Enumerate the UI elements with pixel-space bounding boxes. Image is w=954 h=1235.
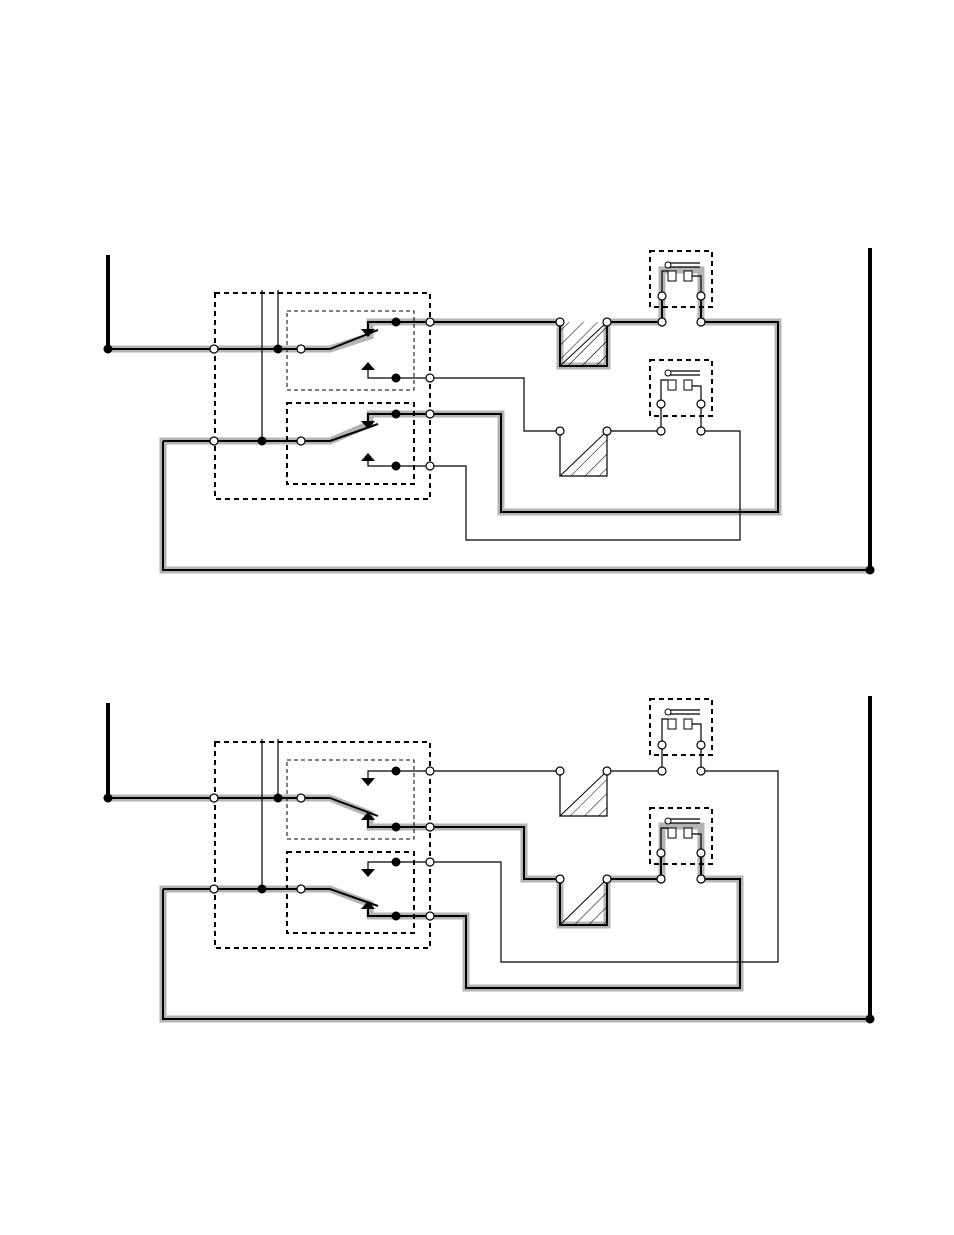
thermostat-upper bbox=[650, 699, 712, 771]
heating-element-upper bbox=[560, 771, 607, 816]
highlighted-current-path bbox=[108, 798, 870, 1019]
wiring bbox=[108, 290, 870, 570]
arrow-up-icon bbox=[361, 362, 375, 370]
nodes bbox=[104, 292, 874, 574]
arrow-down-icon bbox=[361, 869, 375, 877]
contact-arrows bbox=[361, 778, 375, 909]
heating-element-lower bbox=[560, 879, 607, 925]
thermostat-lower bbox=[650, 360, 712, 431]
heating-element-lower bbox=[560, 431, 607, 476]
arrow-up-icon bbox=[361, 453, 375, 461]
highlighted-current-path bbox=[108, 270, 870, 570]
contact-arrows bbox=[361, 329, 375, 461]
upper-switch-circuit bbox=[104, 248, 874, 574]
wiring bbox=[108, 739, 870, 1019]
heating-element-upper bbox=[560, 322, 607, 366]
nodes bbox=[104, 741, 874, 1023]
lower-switch-circuit bbox=[104, 696, 874, 1023]
arrow-down-icon bbox=[361, 778, 375, 786]
